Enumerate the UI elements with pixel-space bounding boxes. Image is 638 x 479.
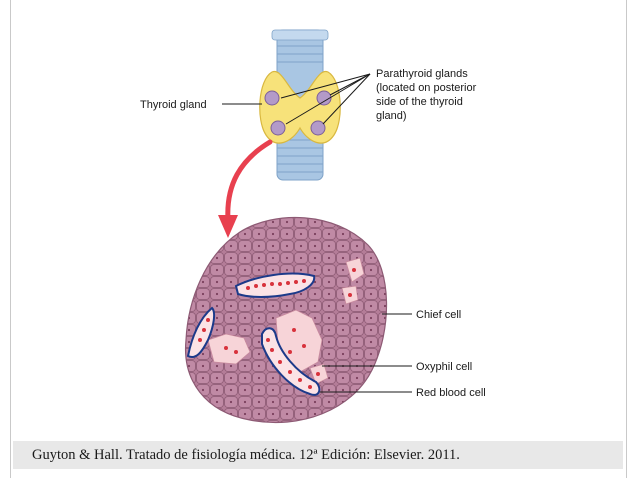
red-blood-cell-label: Red blood cell [416, 387, 486, 399]
parathyroid-label-line2: (located on posterior [376, 82, 477, 94]
oxyphil-cell-label: Oxyphil cell [416, 361, 472, 373]
thyroid-gland-label: Thyroid gland [140, 99, 207, 111]
parathyroid-tissue [184, 216, 388, 424]
parathyroid-label-line4: gland) [376, 110, 407, 122]
parathyroid-label-line1: Parathyroid glands [376, 68, 468, 80]
tissue-leaders [320, 313, 412, 393]
caption-bar [13, 441, 623, 469]
parathyroid-label-line3: side of the thyroid [376, 96, 463, 108]
parathyroid-leaders [280, 73, 371, 125]
parathyroid-glands [264, 90, 332, 136]
oxyphil-cells [207, 257, 365, 385]
magnify-arrow [218, 139, 273, 238]
slide-frame [10, 0, 627, 478]
source-caption: Guyton & Hall. Tratado de fisiología méd… [32, 447, 460, 463]
chief-cell-label: Chief cell [416, 309, 461, 321]
